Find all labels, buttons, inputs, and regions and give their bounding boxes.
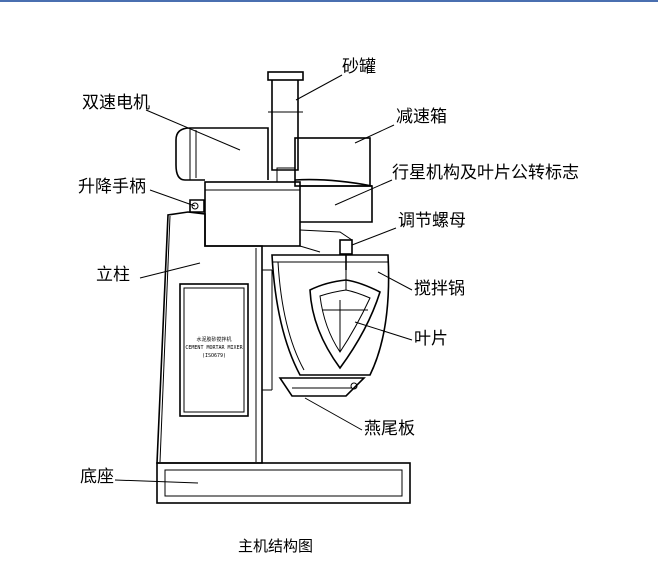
label-base: 底座 bbox=[80, 467, 114, 487]
top-border bbox=[0, 0, 658, 2]
nameplate-drawing: 水泥胶砂搅拌机 CEMENT MORTAR MIXER (ISO679) bbox=[179, 283, 249, 417]
leader-lines bbox=[114, 74, 413, 484]
diagram-caption: 主机结构图 bbox=[238, 537, 313, 555]
base-drawing bbox=[156, 462, 411, 504]
mixing-pot-drawing bbox=[271, 254, 390, 376]
labels: 砂罐 双速电机 减速箱 行星机构及叶片公转标志 升降手柄 调节螺母 立柱 搅拌锅… bbox=[78, 57, 579, 555]
motor-drawing bbox=[175, 127, 269, 181]
lift-handle-drawing bbox=[189, 199, 205, 213]
label-adjust-nut: 调节螺母 bbox=[398, 211, 466, 231]
head-drawing bbox=[204, 181, 373, 253]
label-lift-handle: 升降手柄 bbox=[78, 177, 146, 197]
label-gearbox: 减速箱 bbox=[396, 107, 447, 127]
dovetail-plate-drawing bbox=[278, 377, 366, 397]
label-planetary: 行星机构及叶片公转标志 bbox=[392, 163, 579, 183]
nameplate-line1: 水泥胶砂搅拌机 bbox=[196, 336, 231, 343]
nameplate-line3: (ISO679) bbox=[202, 353, 226, 359]
label-sand-tank: 砂罐 bbox=[342, 57, 376, 77]
blade-drawing bbox=[309, 270, 381, 370]
gearbox-drawing bbox=[294, 137, 373, 187]
label-column: 立柱 bbox=[96, 265, 130, 285]
label-dual-speed-motor: 双速电机 bbox=[82, 93, 150, 113]
label-blade: 叶片 bbox=[414, 329, 448, 349]
label-dovetail-plate: 燕尾板 bbox=[364, 419, 415, 439]
nameplate-line2: CEMENT MORTAR MIXER bbox=[185, 345, 243, 351]
label-mixing-pot: 搅拌锅 bbox=[414, 279, 465, 299]
sand-tank-drawing bbox=[267, 71, 304, 183]
